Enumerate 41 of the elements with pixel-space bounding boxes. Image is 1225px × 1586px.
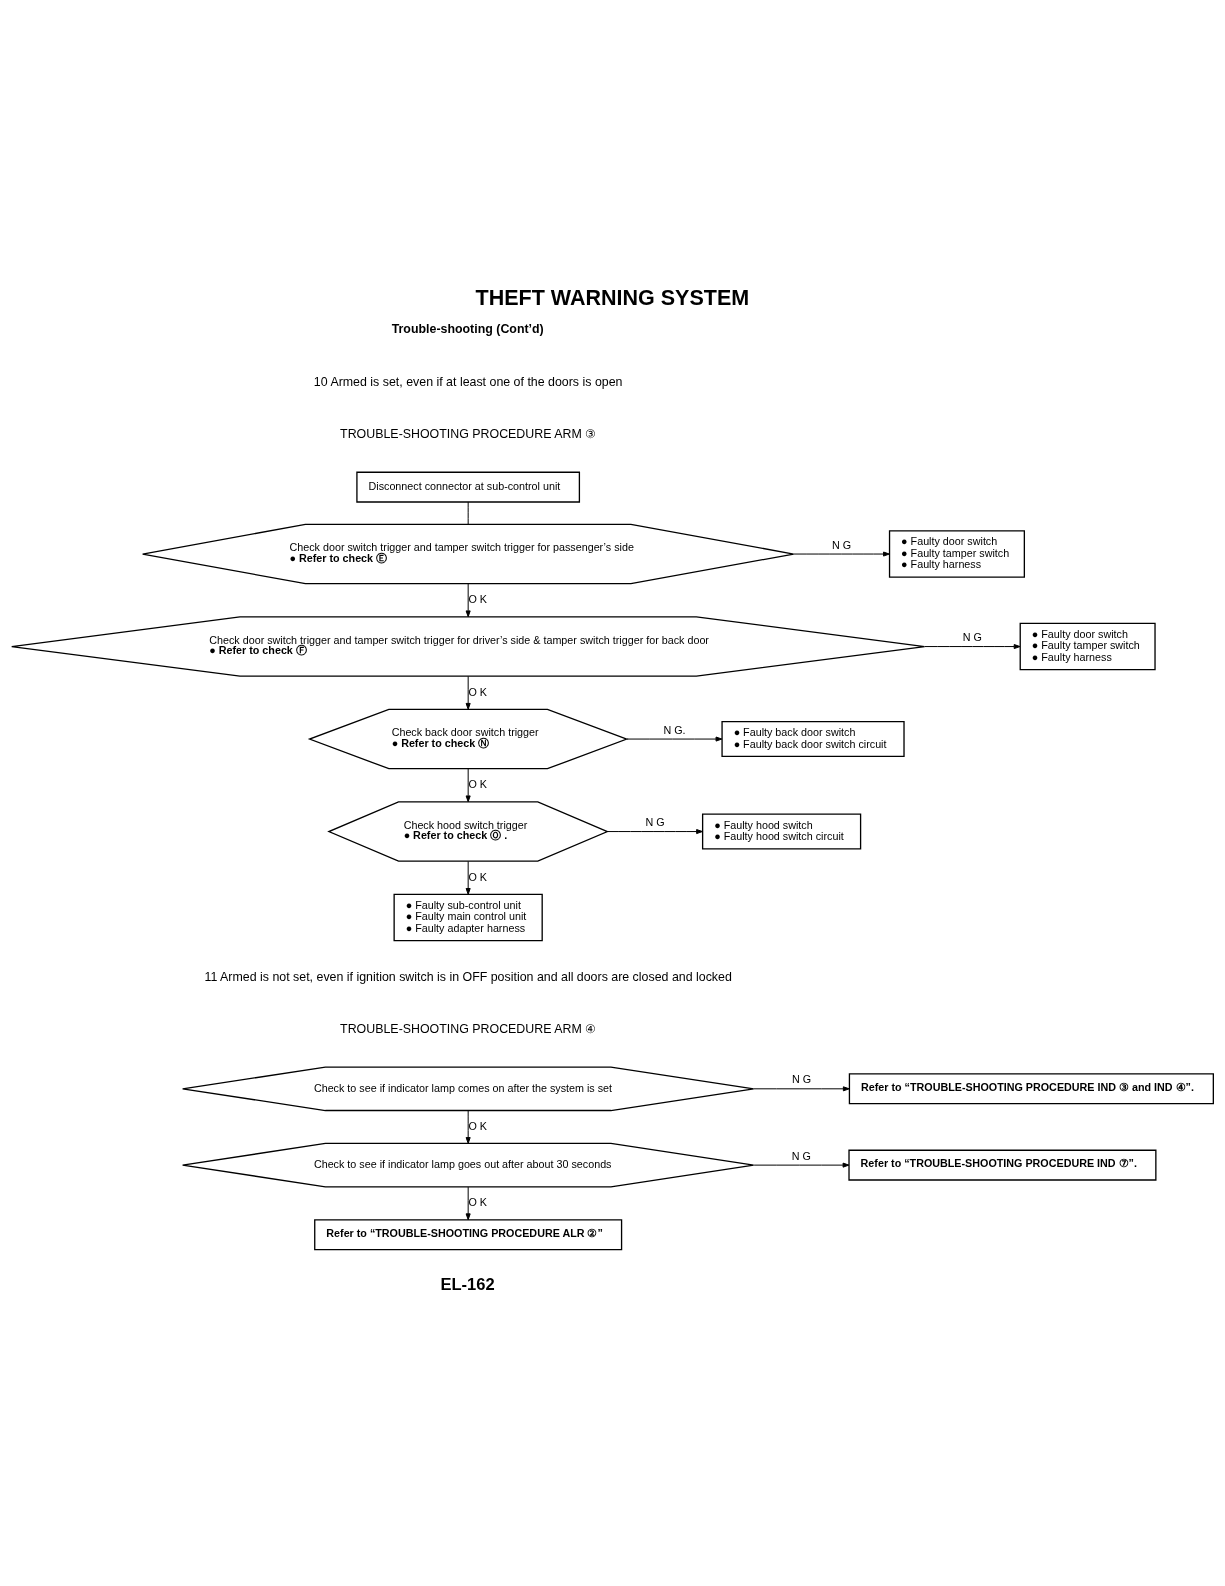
arrow [626,736,723,742]
edge-label: O K [468,1195,487,1208]
arrow [924,643,1021,649]
node-box: ● Faulty hood switch ● Faulty hood switch circuit [701,813,862,850]
arrow [465,767,471,802]
edge-label: O K [468,870,487,883]
arrow [753,1085,850,1091]
node-box: ● Faulty door switch ● Faulty tamper switch ● Faulty harness [1019,622,1156,670]
node-box: ● Faulty back door switch ● Faulty back door switch circuit [721,720,905,757]
edge-label: N G [791,1149,811,1162]
edge-label: N G [962,630,982,643]
label: EL-162 [440,1274,495,1294]
label: 10 Armed is set, even if at least one of the doors is open [313,374,623,389]
arrow [606,828,703,834]
label: TROUBLE-SHOOTING PROCEDURE ARM ④ [340,1021,597,1036]
edge-label: N G [832,538,852,551]
node-box: ● Faulty sub-control unit ● Faulty main control unit ● Faulty adapter harness [393,893,543,941]
label: Trouble-shooting (Cont’d) [391,321,544,336]
edge-label: N G [645,815,665,828]
arrow [465,1109,471,1144]
edge-label: O K [468,777,487,790]
diagram-title: THEFT WARNING SYSTEM [475,285,750,310]
connector [467,501,469,525]
node-box: Disconnect connector at sub-control unit [356,471,581,503]
arrow [793,551,890,557]
edge-label: O K [468,1119,487,1132]
arrow [753,1162,850,1168]
node-box: ● Faulty door switch ● Faulty tamper switch ● Faulty harness [888,529,1025,578]
node-box: Refer to “TROUBLE-SHOOTING PROCEDURE ALR ②” [314,1218,623,1250]
arrow [465,1186,471,1220]
edge-label: O K [468,685,487,698]
edge-label: N G. [663,723,686,736]
node-box: Refer to “TROUBLE-SHOOTING PROCEDURE IND ⑦”. [848,1149,1157,1181]
label: TROUBLE-SHOOTING PROCEDURE ARM ③ [340,426,597,441]
arrow [465,675,471,710]
edge-label: O K [468,592,487,605]
arrow [465,860,471,895]
arrow [465,582,471,617]
label: 11 Armed is not set, even if ignition switch is in OFF position and all doors are closed and locked [204,969,732,984]
node-box: Refer to “TROUBLE-SHOOTING PROCEDURE IND ③ and IND ④”. [848,1072,1214,1104]
edge-label: N G [792,1072,812,1085]
